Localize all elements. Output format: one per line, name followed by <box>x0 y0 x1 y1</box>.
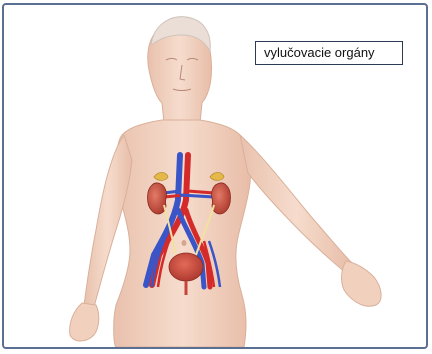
organ-label: vylučovacie orgány <box>255 41 403 65</box>
figure-frame: vylučovacie orgány <box>2 3 428 349</box>
kidney-left <box>148 183 167 214</box>
bladder <box>169 253 203 281</box>
kidney-right <box>211 183 230 214</box>
body-silhouette <box>70 17 381 347</box>
hand-right <box>342 261 382 306</box>
hand-left <box>70 303 99 341</box>
navel <box>182 240 187 246</box>
arm-right <box>240 135 352 273</box>
